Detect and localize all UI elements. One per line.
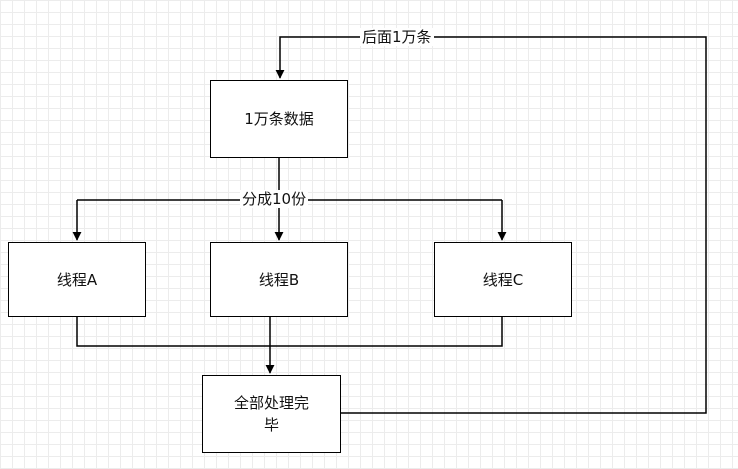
thread-c-node: 线程C: [434, 242, 572, 317]
thread-b-node: 线程B: [210, 242, 348, 317]
loop-connector: [275, 36, 707, 414]
split-label: 分成10份: [240, 190, 309, 208]
loop-label: 后面1万条: [360, 28, 434, 46]
done-node: 全部处理完毕: [202, 375, 341, 453]
a-merge-connector: [76, 317, 503, 347]
data-node: 1万条数据: [210, 80, 348, 158]
thread-a-node: 线程A: [8, 242, 146, 317]
